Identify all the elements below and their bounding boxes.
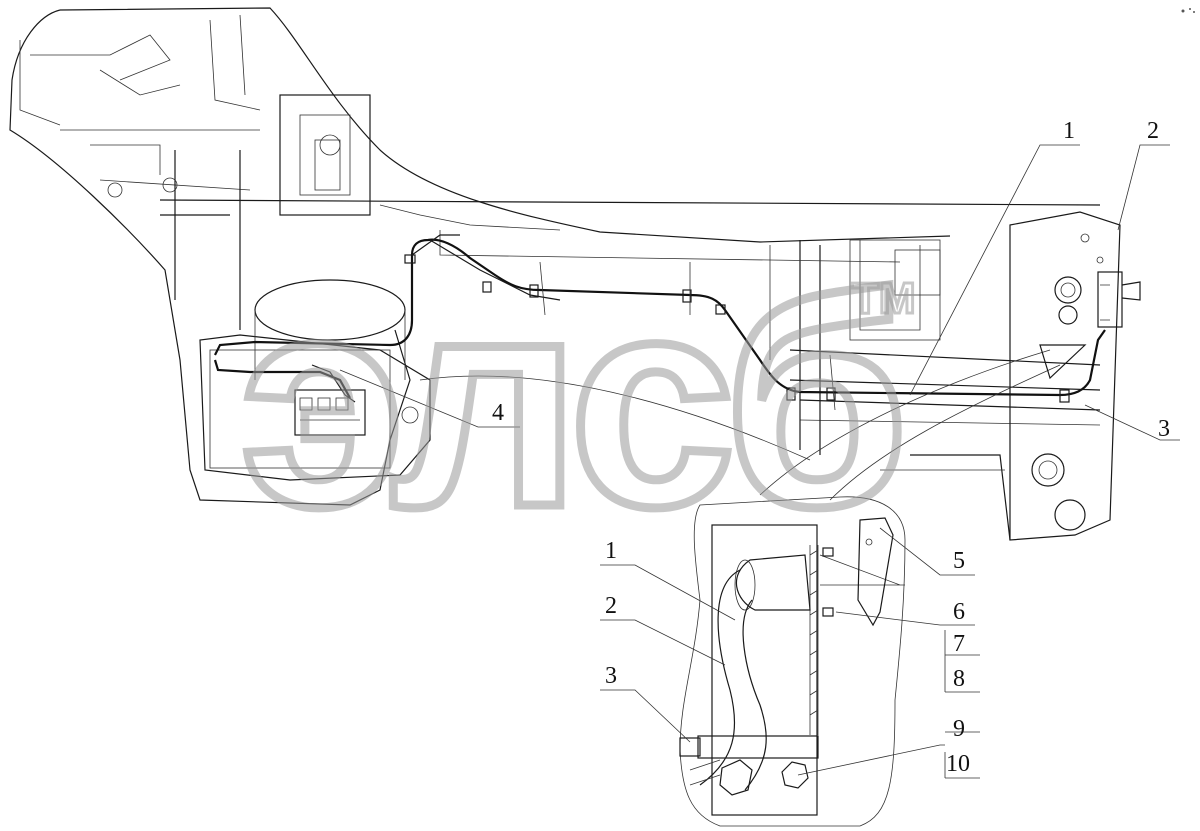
detail-view (679, 496, 906, 827)
callout-detail-8: 8 (953, 666, 965, 692)
wiring-harness (213, 234, 1106, 411)
callout-detail-1: 1 (605, 538, 617, 564)
watermark-text: элсб (240, 233, 901, 569)
tractor-assembly (9, 7, 1141, 541)
callout-detail-3: 3 (605, 663, 617, 689)
callout-main-4: 4 (492, 400, 504, 426)
callout-detail-10: 10 (946, 751, 970, 777)
callout-detail-6: 6 (953, 599, 965, 625)
callout-detail-2: 2 (605, 593, 617, 619)
watermark-trademark: TM (852, 274, 916, 323)
callout-main-2: 2 (1147, 118, 1159, 144)
main-leaders (339, 144, 1180, 501)
corner-marks (1181, 8, 1195, 13)
callout-main-3: 3 (1158, 416, 1170, 442)
harness-clamp (404, 254, 1070, 403)
callout-detail-9: 9 (953, 716, 965, 742)
callout-detail-7: 7 (953, 631, 965, 657)
watermark-logo: элсб TM (236, 229, 918, 574)
callout-main-1: 1 (1063, 118, 1075, 144)
detail-leaders (600, 527, 980, 779)
callout-detail-5: 5 (953, 548, 965, 574)
